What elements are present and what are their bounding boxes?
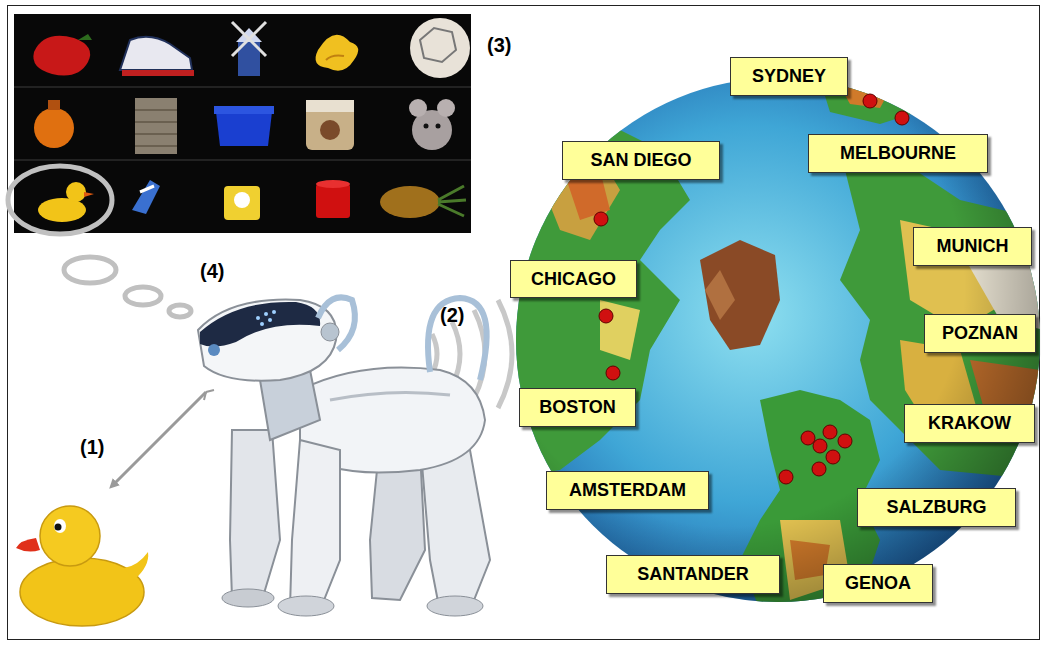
city-name: CHICAGO: [531, 269, 616, 290]
city-name: GENOA: [845, 573, 911, 594]
city-label: AMSTERDAM: [546, 471, 709, 510]
callout-number: (4): [200, 260, 224, 283]
city-name: BOSTON: [539, 397, 616, 418]
city-label: SANTANDER: [606, 555, 780, 594]
globe: [500, 78, 1043, 610]
city-name: SYDNEY: [752, 66, 826, 87]
robot-dog: [198, 297, 490, 616]
city-label: BOSTON: [519, 388, 636, 427]
city-label: SALZBURG: [857, 488, 1016, 527]
gaze-arrow: [112, 390, 214, 486]
city-name: SANTANDER: [637, 564, 749, 585]
city-label: CHICAGO: [510, 260, 637, 298]
thought-bubble: [8, 166, 191, 317]
city-label: SYDNEY: [730, 57, 848, 96]
city-name: MELBOURNE: [840, 143, 956, 164]
city-name: SALZBURG: [887, 497, 987, 518]
city-name: AMSTERDAM: [569, 480, 686, 501]
object-grid: [14, 14, 471, 233]
callout-number: (3): [487, 34, 511, 57]
callout-number: (1): [80, 436, 104, 459]
callout-number: (2): [440, 304, 464, 327]
city-label: SAN DIEGO: [562, 141, 720, 180]
city-label: GENOA: [823, 564, 933, 603]
rubber-duck: [16, 506, 148, 626]
city-label: MELBOURNE: [808, 134, 988, 173]
city-name: POZNAN: [942, 323, 1018, 344]
city-label: MUNICH: [913, 227, 1032, 266]
city-name: KRAKOW: [928, 413, 1011, 434]
frame: [8, 6, 1040, 640]
city-label: KRAKOW: [904, 404, 1035, 443]
city-name: SAN DIEGO: [590, 150, 691, 171]
city-label: POZNAN: [924, 314, 1036, 353]
city-name: MUNICH: [937, 236, 1009, 257]
